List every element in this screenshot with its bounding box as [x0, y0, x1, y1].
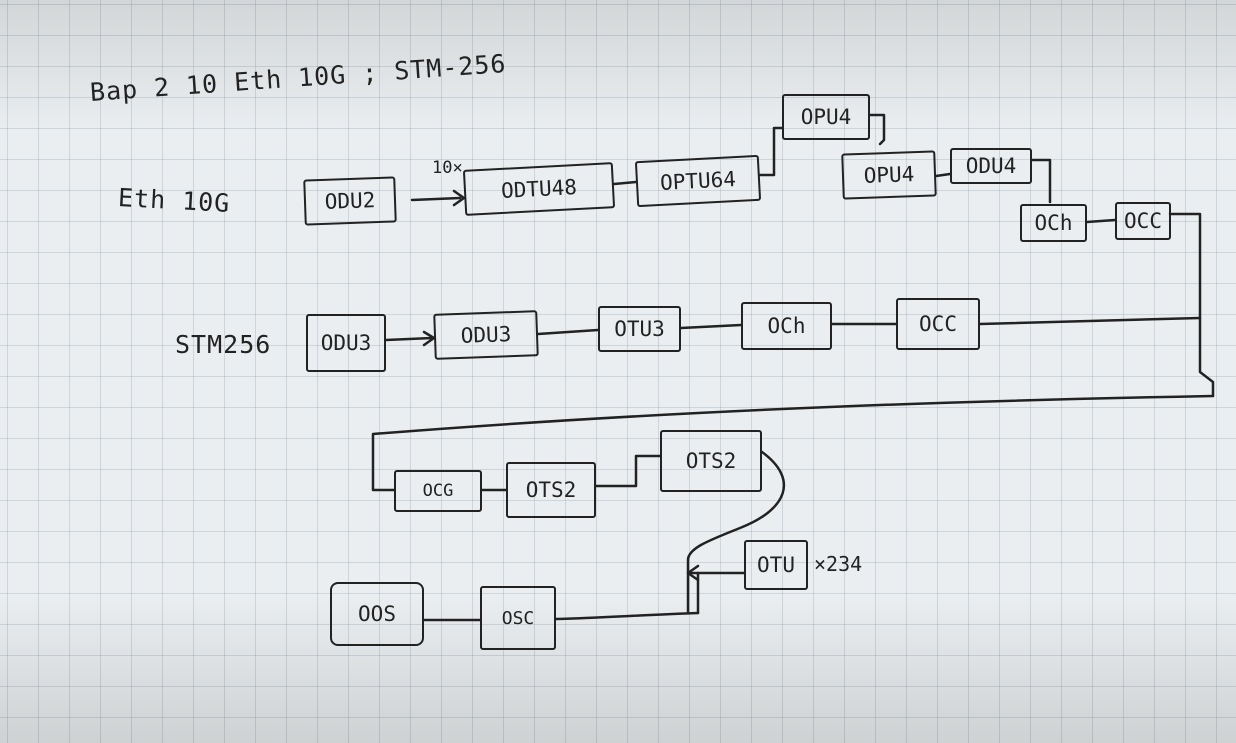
box-ocg: OCG [394, 470, 482, 512]
wire-odu4-och [1030, 158, 1052, 204]
box-opu4: OPU4 [841, 150, 937, 200]
box-opu4-top: OPU4 [782, 94, 870, 140]
wire-stm-odu3 [384, 336, 434, 342]
arrowhead-odu3 [422, 330, 436, 347]
wire-otu3-och [679, 323, 743, 330]
wire-ots2top-down [686, 450, 786, 614]
wire-och-occ [1085, 218, 1117, 224]
wire-occ-right [978, 316, 1202, 326]
wire-odtu48-optu64 [612, 180, 638, 186]
box-otu: OTU [744, 540, 808, 590]
box-ots2: OTS2 [506, 462, 596, 518]
box-ots2-top: OTS2 [660, 430, 762, 492]
box-occ-row1: OCC [1115, 202, 1171, 240]
box-optu64: OPTU64 [634, 154, 762, 208]
wire-odu3-otu3 [536, 328, 600, 336]
wire-to-osc [554, 611, 700, 621]
wire-opu4-odu4 [934, 172, 952, 178]
box-odtu48: ODTU48 [462, 162, 616, 216]
box-odu3: ODU3 [433, 310, 539, 360]
wire-return [371, 394, 1215, 492]
arrowhead-odtu48 [452, 189, 466, 207]
box-oos: OOS [330, 582, 424, 646]
box-odu4: ODU4 [950, 148, 1032, 184]
wire-ots2-ots2top [594, 454, 662, 488]
wire-odu2-odtu48 [410, 196, 462, 202]
box-osc: OSC [480, 586, 556, 650]
box-och-row2: OCh [741, 302, 832, 350]
box-odu3-in: ODU3 [306, 314, 386, 372]
count-note: 10× [432, 158, 463, 178]
box-odu2: ODU2 [303, 176, 397, 226]
box-otu3: OTU3 [598, 306, 681, 352]
arrowhead-junction [686, 564, 700, 582]
eth-label: Eth 10G [117, 183, 232, 218]
stm-label: STM256 [175, 330, 272, 359]
wire-optu64-opu4-top [758, 126, 784, 177]
wire-occ-down [1168, 212, 1215, 398]
wire-opu4-top-down [868, 113, 886, 146]
box-och-row1: OCh [1020, 204, 1087, 242]
box-occ-row2: OCC [896, 298, 980, 350]
otu-note: ×234 [814, 552, 863, 576]
